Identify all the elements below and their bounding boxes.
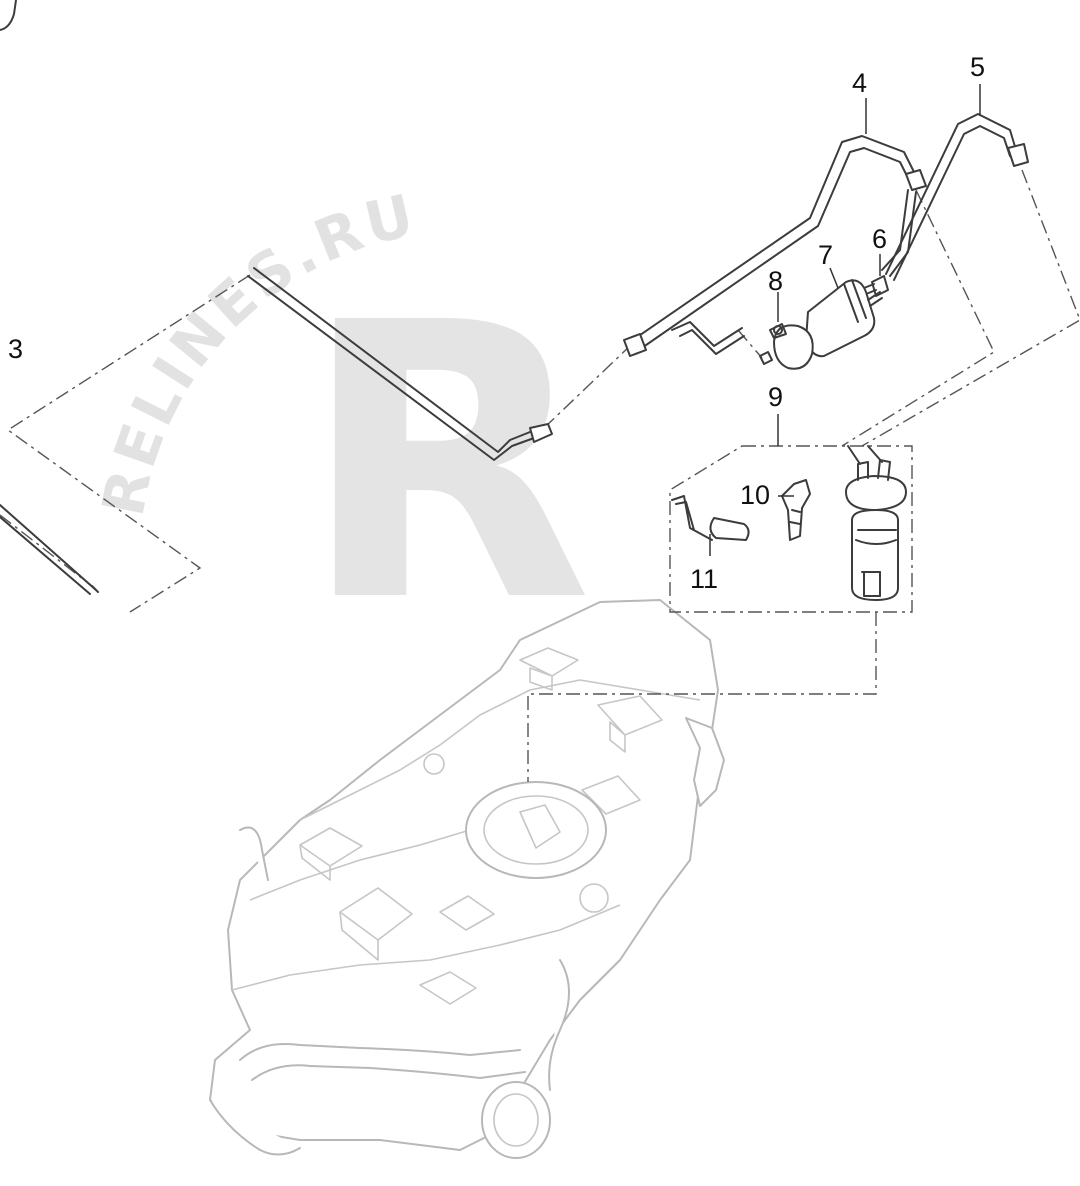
tank-pad-7 xyxy=(419,971,477,1005)
tank-upper-ridge xyxy=(299,679,701,821)
dash-module-to-tank xyxy=(527,612,877,782)
tank-pad-5 xyxy=(339,887,413,961)
dash-module-frame xyxy=(669,445,913,613)
tank-pad-2 xyxy=(597,695,663,753)
filter-bracket-part8 xyxy=(759,323,814,370)
tank-filler-cap-inner xyxy=(493,1093,539,1147)
callout-10: 10 xyxy=(740,480,770,510)
rigid-fuel-line-tube xyxy=(247,267,535,461)
tank-pump-opening-ring xyxy=(483,795,589,865)
pipe-part4-filter-link xyxy=(881,189,917,277)
pipe-part3 xyxy=(0,504,99,595)
callout-5: 5 xyxy=(970,52,985,82)
pipe-part3-end xyxy=(91,585,99,593)
filter-bracket-bolt xyxy=(773,325,783,335)
dash-pipe-to-line4 xyxy=(543,343,633,429)
pipe-part4-connector-left xyxy=(623,333,647,357)
pump-feed-tubes xyxy=(847,445,883,465)
pipe-part5-tube xyxy=(885,113,1017,281)
pipe-part4-branch xyxy=(671,321,745,355)
exploded-view-lines xyxy=(0,169,1080,782)
float-arm-part11 xyxy=(671,495,750,541)
fuel-filter-band xyxy=(843,279,867,323)
tank-vent-hose xyxy=(548,959,570,1091)
pump-flange-ports xyxy=(857,459,891,481)
pipe-part4-tube xyxy=(629,135,915,353)
callout-6: 6 xyxy=(872,224,887,254)
float-arm-float xyxy=(709,517,750,541)
watermark-logo-letter: R xyxy=(300,242,593,685)
dash-line4-to-filter xyxy=(737,329,763,359)
pipe-part4 xyxy=(623,135,927,357)
filter-bracket-ring xyxy=(773,324,814,370)
tank-filler-hose-inner xyxy=(251,1064,526,1081)
tank-vent-port xyxy=(423,753,445,775)
pipe-part4-connector-right xyxy=(905,169,927,191)
sender-clip xyxy=(789,509,801,525)
rigid-fuel-line xyxy=(247,267,553,461)
leader-7 xyxy=(829,267,839,289)
tank-pad-6 xyxy=(439,895,495,931)
callout-4: 4 xyxy=(852,68,867,98)
tank-pump-flange-fitting xyxy=(519,804,561,849)
callout-3: 3 xyxy=(8,334,23,364)
tank-pad-4 xyxy=(299,827,363,881)
tank-pad-1 xyxy=(519,647,579,691)
rigid-fuel-line-fitting xyxy=(529,423,553,443)
callout-9: 9 xyxy=(768,382,783,412)
tank-drain-port xyxy=(579,883,609,913)
callout-numbers: 3 4 5 6 7 8 9 10 11 xyxy=(8,52,985,594)
fuel-filter-inlet xyxy=(867,291,883,307)
fuel-filter-body xyxy=(805,279,876,358)
pump-level-sender xyxy=(863,571,881,597)
pipe-part5 xyxy=(881,113,1029,281)
tank-return-hose xyxy=(209,1099,301,1156)
callout-8: 8 xyxy=(768,266,783,296)
tank-pump-opening-outer xyxy=(465,781,607,879)
filter-bracket-nut xyxy=(759,351,773,365)
pump-canister xyxy=(851,509,899,601)
tank-mid-ridge xyxy=(249,829,471,901)
float-arm-rod xyxy=(671,495,713,541)
corner-fragment xyxy=(0,0,17,31)
fuel-tank xyxy=(209,599,725,1159)
dash-part3-to-pipe xyxy=(0,514,93,587)
fuel-pump-module-part9 xyxy=(845,445,907,601)
tank-filler-cap xyxy=(481,1081,551,1159)
pipe-part3-tube xyxy=(0,504,97,595)
dash-frame-part3 xyxy=(6,274,251,613)
tank-mount-bracket xyxy=(685,717,725,807)
callout-7: 7 xyxy=(818,240,833,270)
tank-filler-hose xyxy=(239,1043,521,1061)
tank-breather-loop xyxy=(239,826,269,881)
pipe-part5-connector xyxy=(1007,143,1029,167)
clamp-part6 xyxy=(863,275,889,297)
sender-part10 xyxy=(781,479,811,541)
callout-11: 11 xyxy=(690,564,718,594)
dash-line5-to-module xyxy=(861,169,1080,447)
dash-line4-to-module xyxy=(841,189,995,447)
leader-lines xyxy=(709,84,981,556)
pump-flange xyxy=(845,475,907,511)
tank-lower-ridge xyxy=(231,904,621,991)
clamp-part6-spring xyxy=(863,283,877,295)
